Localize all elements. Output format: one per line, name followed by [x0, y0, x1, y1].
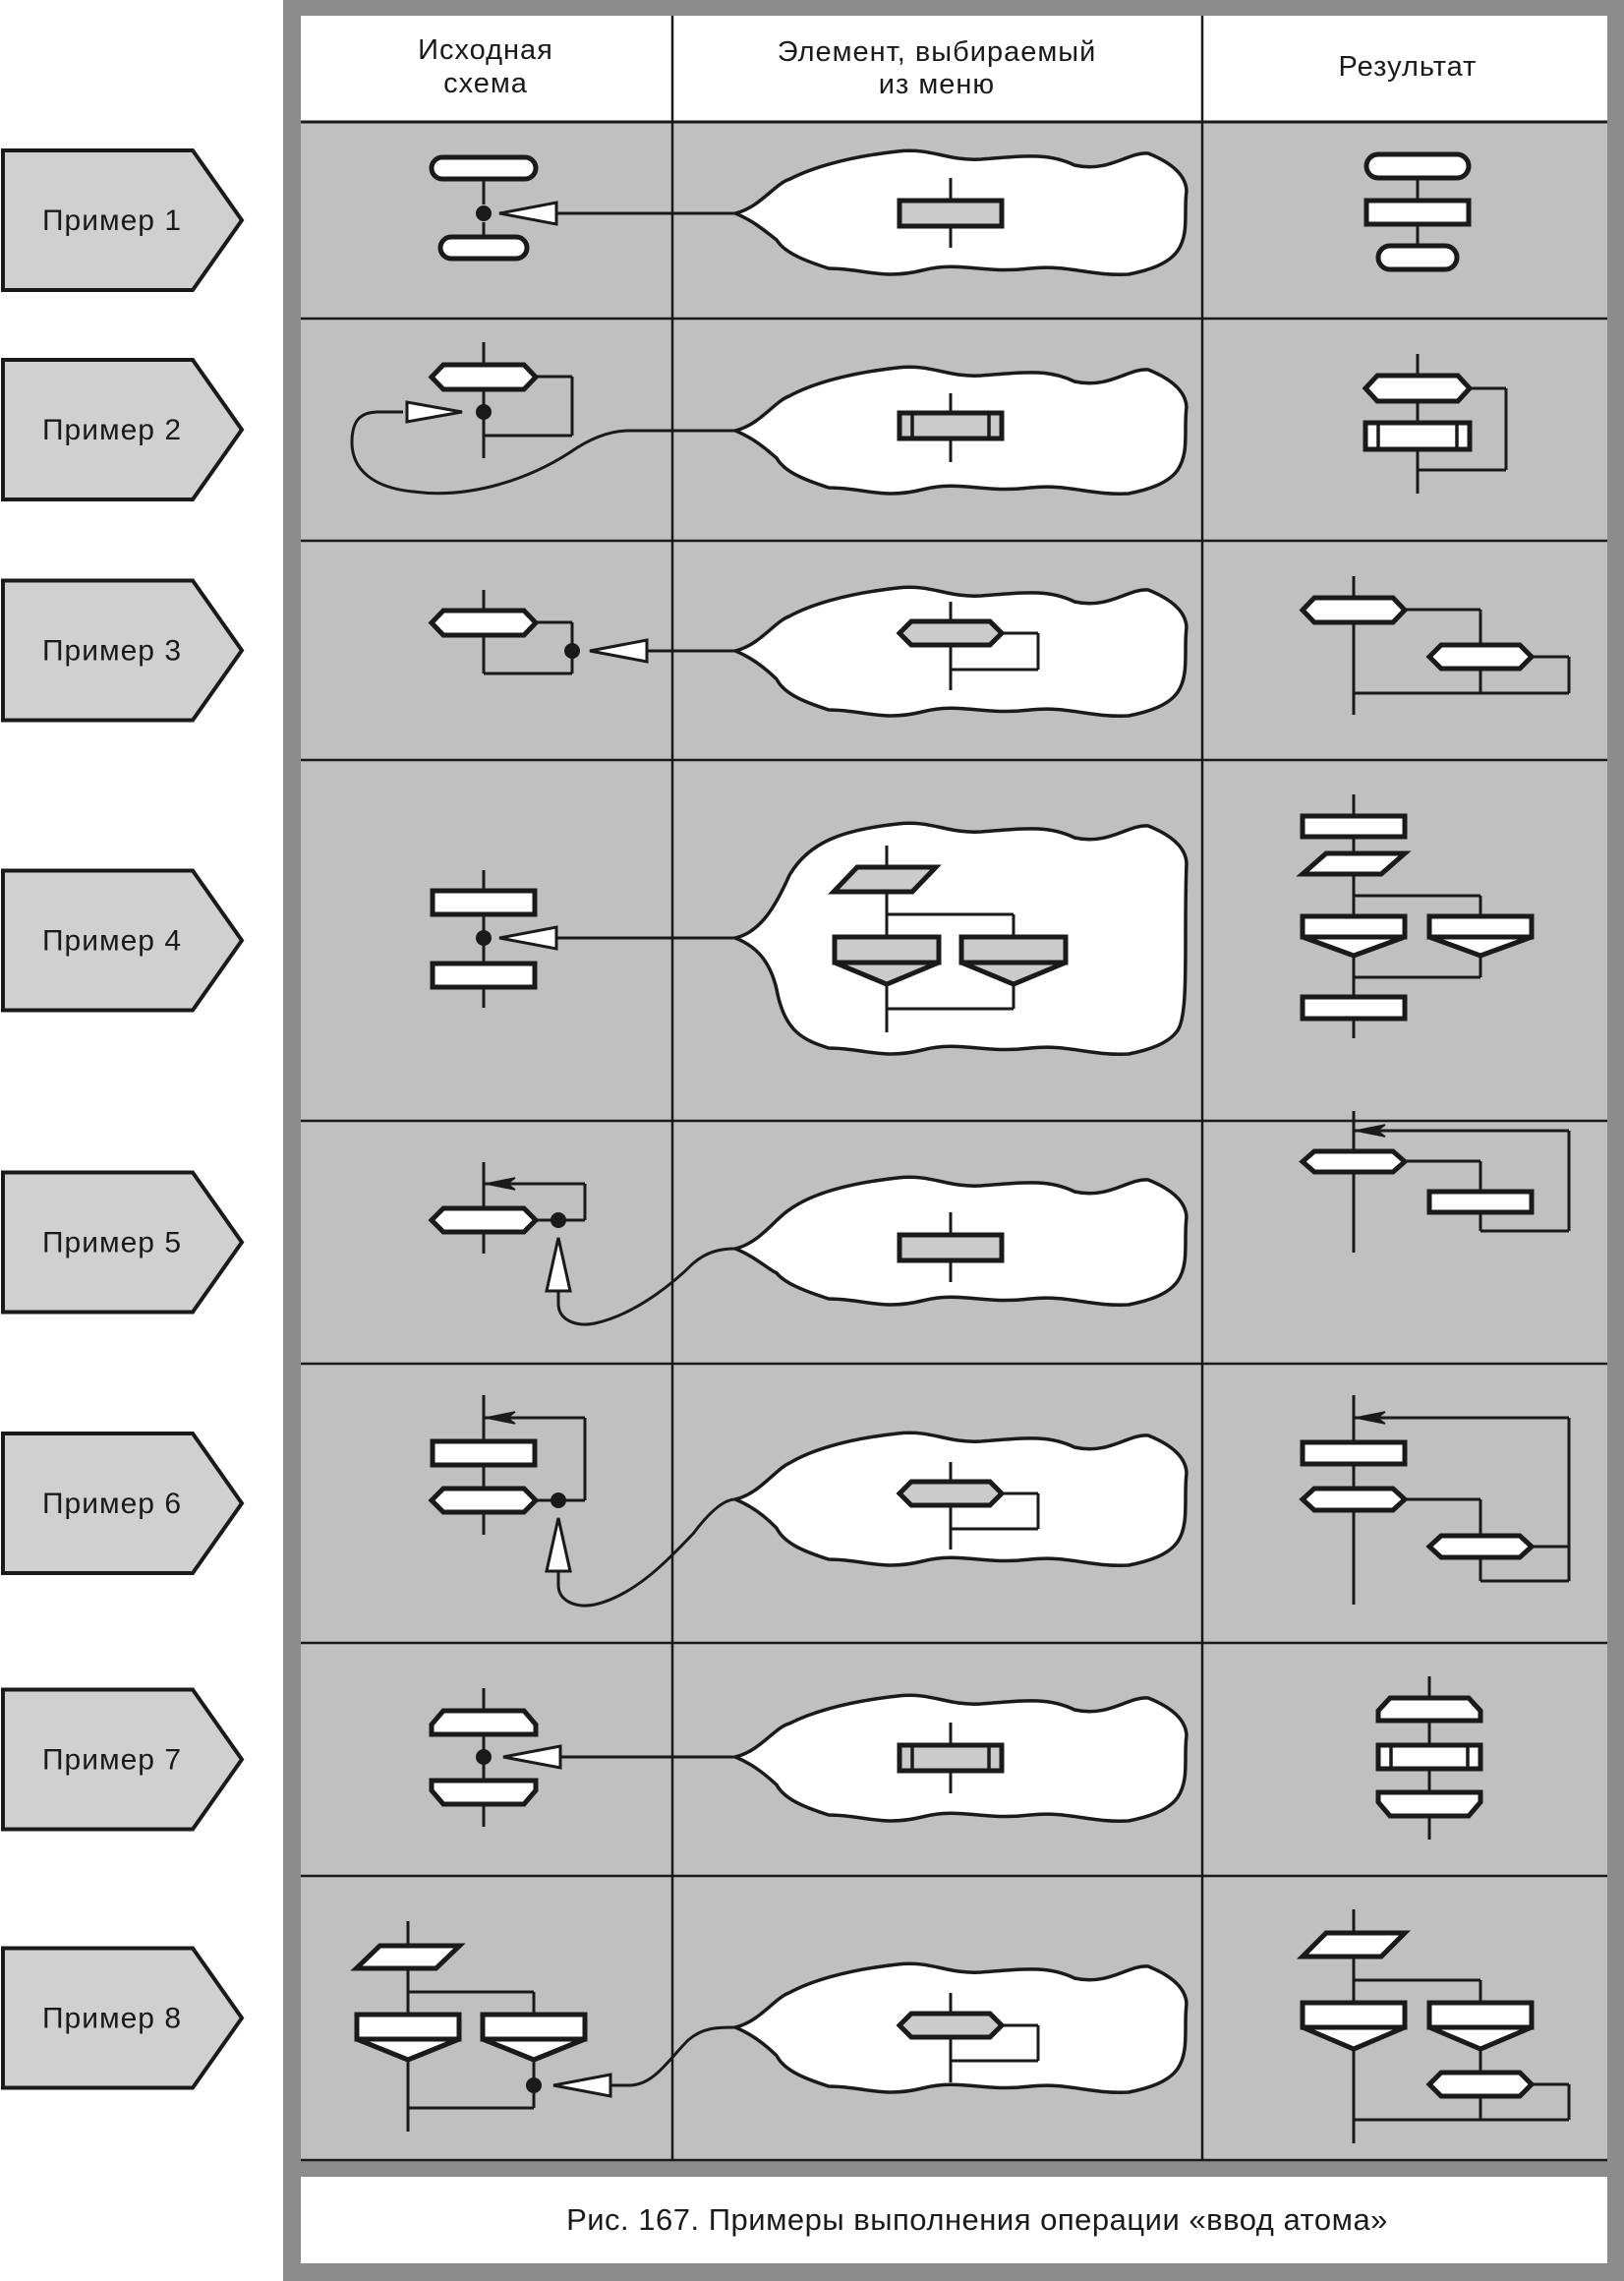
condition-block — [428, 1486, 540, 1515]
subroutine-block — [1363, 420, 1473, 452]
header-menu-line-1: Элемент, выбираемый — [778, 36, 1097, 68]
case-block — [354, 2012, 462, 2042]
case-block — [958, 934, 1069, 965]
diagram-shapes — [350, 148, 1571, 2143]
insertion-point-dot — [476, 1749, 492, 1765]
condition-block — [428, 362, 540, 392]
row-label-6: Пример 6 — [42, 1488, 182, 1520]
case-block — [1426, 2000, 1535, 2030]
loop-start-block — [429, 1708, 539, 1737]
insertion-point-dot — [476, 205, 492, 221]
row-label-3: Пример 3 — [42, 635, 182, 668]
insertion-point-dot — [551, 1492, 566, 1508]
row-label-7: Пример 7 — [42, 1744, 182, 1777]
condition-block — [896, 1479, 1006, 1508]
case-block — [832, 934, 942, 965]
row-label-5: Пример 5 — [42, 1227, 182, 1259]
loop-end-block — [1375, 1789, 1483, 1819]
caption-box — [301, 2177, 1607, 2263]
subroutine-block — [1375, 1742, 1483, 1772]
row-label-8: Пример 8 — [42, 2003, 182, 2035]
case-block — [1426, 913, 1535, 940]
header-result: Результат — [1339, 51, 1478, 83]
loop-arrow-icon — [485, 1177, 516, 1191]
condition-block — [428, 1205, 540, 1235]
action-block — [1300, 813, 1408, 840]
header-source-line-2: схема — [443, 68, 528, 99]
row-label-tag — [1, 148, 245, 292]
row-labels: Пример 1 Пример 2 Пример 3 Пример 4 Прим… — [1, 148, 245, 2090]
case-triangle — [1302, 2024, 1406, 2052]
insert-arrow-icon — [405, 400, 463, 424]
condition-block — [896, 618, 1006, 648]
case-triangle — [960, 960, 1067, 987]
action-block — [1426, 1189, 1535, 1215]
loop-arrow-icon — [1355, 1124, 1386, 1138]
terminator-block — [1375, 243, 1460, 272]
connector-curve — [609, 2025, 736, 2087]
case-block — [1300, 913, 1408, 940]
loop-end-block — [429, 1778, 539, 1807]
case-triangle — [1428, 2024, 1533, 2052]
action-block — [430, 1438, 538, 1468]
row-label-tag — [1, 1687, 245, 1832]
condition-block — [428, 608, 540, 638]
header-menu-line-2: из меню — [879, 69, 995, 100]
subroutine-block — [897, 410, 1005, 441]
connector-curve — [556, 1497, 736, 1608]
menu-cloud — [733, 585, 1189, 718]
case-block — [480, 2012, 588, 2042]
condition-block — [1299, 595, 1409, 625]
condition-block — [896, 2011, 1006, 2040]
insertion-point-dot — [564, 643, 580, 659]
row-label-tag — [1, 1432, 245, 1575]
row-label-tag — [1, 578, 245, 723]
action-block — [430, 961, 538, 990]
condition-block — [1425, 1533, 1536, 1560]
connector-curve — [556, 1247, 736, 1326]
loop-arrow-icon — [485, 1411, 516, 1425]
table-header: Исходная схема Элемент, выбираемый из ме… — [418, 34, 1478, 100]
action-block — [1363, 198, 1472, 227]
row-label-tag — [1, 1946, 245, 2090]
case-block — [1300, 2000, 1408, 2030]
action-block — [897, 198, 1005, 229]
loop-start-block — [1375, 1695, 1483, 1724]
subroutine-block — [897, 1742, 1005, 1774]
header-source-line-1: Исходная — [418, 34, 553, 66]
row-label-tag — [1, 358, 245, 501]
header-background — [301, 16, 1607, 122]
connector-curve — [350, 410, 735, 496]
figure-caption: Рис. 167. Примеры выполнения операции «в… — [566, 2202, 1388, 2237]
row-label-2: Пример 2 — [42, 414, 182, 446]
action-block — [1300, 994, 1408, 1022]
action-block — [897, 1232, 1005, 1263]
terminator-block — [1363, 151, 1472, 181]
terminator-block — [437, 234, 530, 262]
condition-block — [1362, 373, 1474, 404]
case-triangle — [1428, 934, 1533, 959]
row-label-tag — [1, 1170, 245, 1315]
condition-block — [1299, 1486, 1409, 1513]
loop-arrow-icon — [1355, 1411, 1386, 1425]
row-label-1: Пример 1 — [42, 205, 182, 237]
row-label-4: Пример 4 — [42, 925, 182, 958]
condition-block — [1425, 642, 1536, 672]
condition-block — [1425, 2070, 1536, 2099]
terminator-block — [429, 154, 539, 182]
row-label-tag — [1, 868, 245, 1013]
case-triangle — [834, 960, 940, 987]
action-block — [430, 888, 538, 917]
action-block — [1300, 1439, 1408, 1467]
insertion-point-dot — [551, 1212, 566, 1228]
insertion-point-dot — [476, 930, 492, 946]
condition-block — [1299, 1148, 1409, 1175]
case-triangle — [356, 2036, 460, 2063]
case-triangle — [1302, 934, 1406, 959]
case-triangle — [482, 2036, 586, 2063]
insertion-point-dot — [476, 404, 492, 420]
insertion-point-dot — [526, 2077, 542, 2093]
